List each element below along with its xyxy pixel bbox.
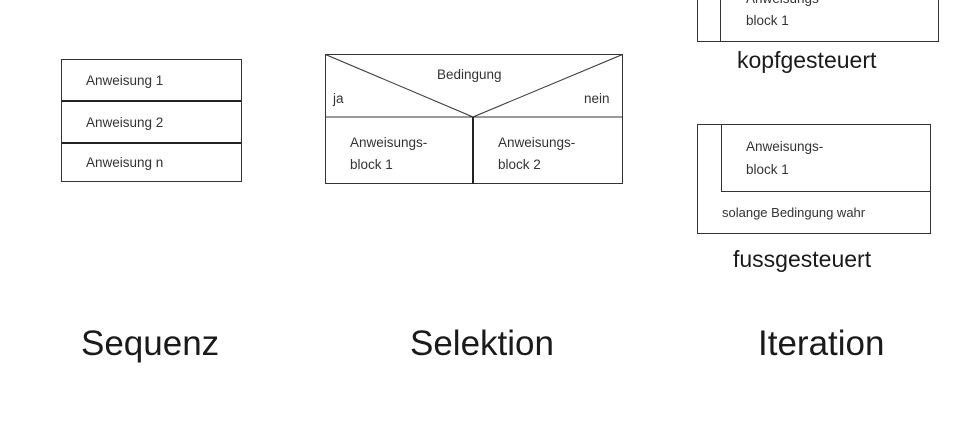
sequence-diagram: Anweisung 1 Anweisung 2 Anweisung n xyxy=(61,59,242,182)
foot-loop-frame xyxy=(697,124,931,234)
sequence-divider-1 xyxy=(62,100,241,102)
foot-controlled-caption: fussgesteuert xyxy=(733,246,872,272)
sequence-statement-n: Anweisung n xyxy=(62,144,241,181)
foot-loop-condition: solange Bedingung wahr xyxy=(722,205,866,220)
selection-block-1-line-2: block 1 xyxy=(350,157,393,172)
selection-no-label: nein xyxy=(584,91,610,106)
sequence-statement-1: Anweisung 1 xyxy=(62,60,241,100)
sequence-divider-2 xyxy=(62,142,241,144)
selection-block-2-line-1: Anweisungs- xyxy=(498,135,576,150)
sequence-statement-2: Anweisung 2 xyxy=(62,102,241,142)
iteration-label: Iteration xyxy=(758,324,885,363)
selection-block-1-line-1: Anweisungs- xyxy=(350,135,428,150)
foot-loop-inner-vertical xyxy=(721,124,722,192)
foot-loop-block-line-1: Anweisungs- xyxy=(746,139,824,154)
head-loop-block: Anweisungs- block 1 xyxy=(746,0,823,32)
selection-yes-label: ja xyxy=(333,91,344,106)
foot-loop-block-line-2: block 1 xyxy=(746,162,789,177)
foot-loop-block: Anweisungs- block 1 xyxy=(746,135,823,181)
head-loop-inner-divider xyxy=(720,0,721,41)
foot-loop-inner-horizontal xyxy=(721,191,931,192)
selection-label: Selektion xyxy=(410,324,554,363)
sequence-statement-2-text: Anweisung 2 xyxy=(86,114,164,130)
sequence-statement-1-text: Anweisung 1 xyxy=(86,72,164,88)
selection-block-1: Anweisungs- block 1 xyxy=(350,132,427,176)
head-loop-block-line-1: Anweisungs- xyxy=(746,0,823,10)
selection-block-2-line-2: block 2 xyxy=(498,157,541,172)
selection-block-2: Anweisungs- block 2 xyxy=(498,132,575,176)
selection-frame xyxy=(325,54,623,184)
sequence-statement-n-text: Anweisung n xyxy=(86,155,164,170)
sequence-label: Sequenz xyxy=(81,324,220,363)
head-controlled-caption: kopfgesteuert xyxy=(737,47,877,73)
selection-condition: Bedingung xyxy=(437,67,502,82)
head-loop-frame xyxy=(697,0,939,42)
head-loop-block-line-2: block 1 xyxy=(746,13,789,28)
